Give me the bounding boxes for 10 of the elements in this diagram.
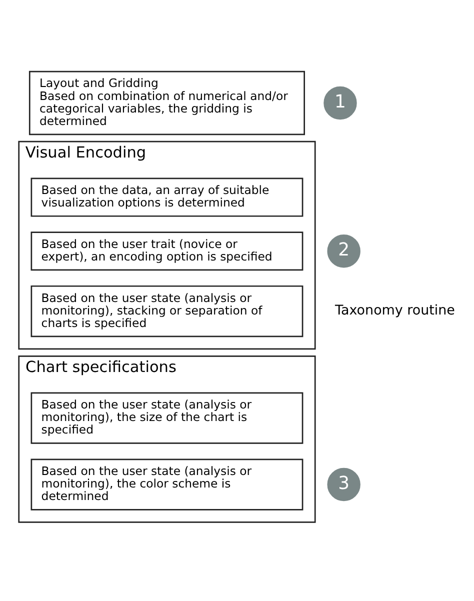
node-box: Based on the user state (analysis or monitoring), the color scheme is determined [30,458,304,510]
node-box: Based on the user state (analysis or monitoring), stacking or separation of charts is specified [30,285,304,338]
label: Taxonomy routine [335,303,455,318]
node-circle: 2 [327,234,360,268]
node-box: Based on the user trait (novice or expert), an encoding option is specified [30,232,304,271]
node-box: Based on the data, an array of suitable visualization options is determined [30,178,304,217]
node-box: Layout and Gridding Based on combination of numerical and/or categorical variables, the gridding is determined [28,70,305,136]
node-circle: 1 [324,86,357,120]
node-box: Based on the user state (analysis or monitoring), the size of the chart is specified [30,392,304,444]
node-circle: 3 [327,468,360,502]
